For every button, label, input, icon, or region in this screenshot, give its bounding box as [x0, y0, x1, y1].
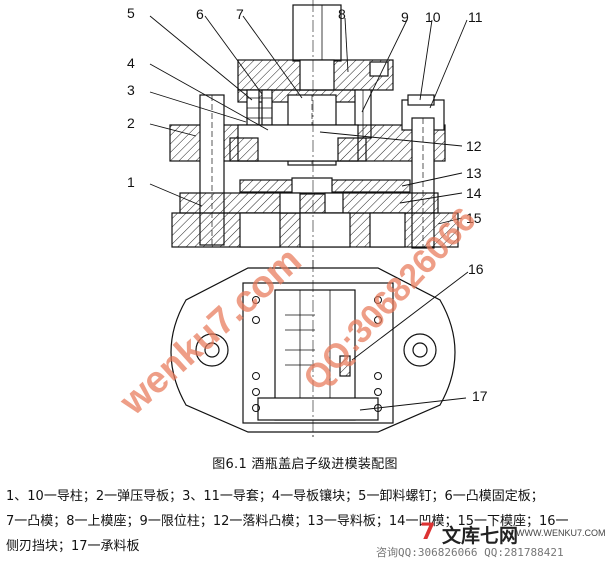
logo-name: 文库七网 — [442, 525, 519, 547]
guide-hole-left — [195, 333, 229, 367]
part-label-10: 10 — [425, 9, 441, 25]
assembly-drawing: 5 6 7 8 9 10 11 4 3 2 12 13 1 14 15 16 1… — [127, 0, 488, 440]
part-labels: 5 6 7 8 9 10 11 4 3 2 12 13 1 14 15 16 1… — [127, 5, 488, 404]
figure-caption: 图6.1 酒瓶盖启子级进模装配图 — [212, 457, 398, 472]
carrying-plate-plan — [257, 397, 379, 421]
screw-holes — [252, 296, 382, 412]
plan-view — [170, 260, 456, 440]
side-edge-stop — [339, 355, 351, 377]
die — [179, 192, 439, 214]
legend-line-1: 1、10一导柱；2一弹压导板；3、11一导套；4一导板镶块；5一卸料螺钉；6一凸… — [6, 489, 544, 504]
part-label-6: 6 — [196, 6, 204, 22]
part-label-8: 8 — [338, 6, 346, 22]
site-logo: 7 文库七网 WWW.WENKU7.COM — [420, 520, 606, 547]
legend-line-3: 侧刃挡块；17一承料板 — [6, 539, 140, 554]
part-label-3: 3 — [127, 82, 135, 98]
shank — [292, 4, 342, 62]
contact-qq: 咨询QQ:306826066 QQ:281788421 — [376, 546, 564, 559]
part-label-15: 15 — [466, 210, 482, 226]
part-label-9: 9 — [401, 9, 409, 25]
part-label-17: 17 — [472, 388, 488, 404]
logo-url: WWW.WENKU7.COM — [516, 528, 606, 538]
part-label-16: 16 — [468, 261, 484, 277]
logo-mark-icon: 7 — [420, 520, 436, 545]
part-label-11: 11 — [468, 9, 483, 25]
part-label-2: 2 — [127, 115, 135, 131]
leader-lines — [149, 15, 469, 411]
part-label-7: 7 — [236, 6, 244, 22]
part-label-12: 12 — [466, 138, 482, 154]
part-label-4: 4 — [127, 55, 135, 71]
part-label-1: 1 — [127, 174, 135, 190]
front-view — [169, 0, 459, 440]
legend-line-2: 7一凸模；8一上模座；9一限位柱；12一落料凸模；13一导料板；14一凹模；15… — [6, 514, 569, 529]
part-label-5: 5 — [127, 5, 135, 21]
guide-hole-right — [403, 333, 437, 367]
part-label-14: 14 — [466, 185, 482, 201]
part-label-13: 13 — [466, 165, 482, 181]
